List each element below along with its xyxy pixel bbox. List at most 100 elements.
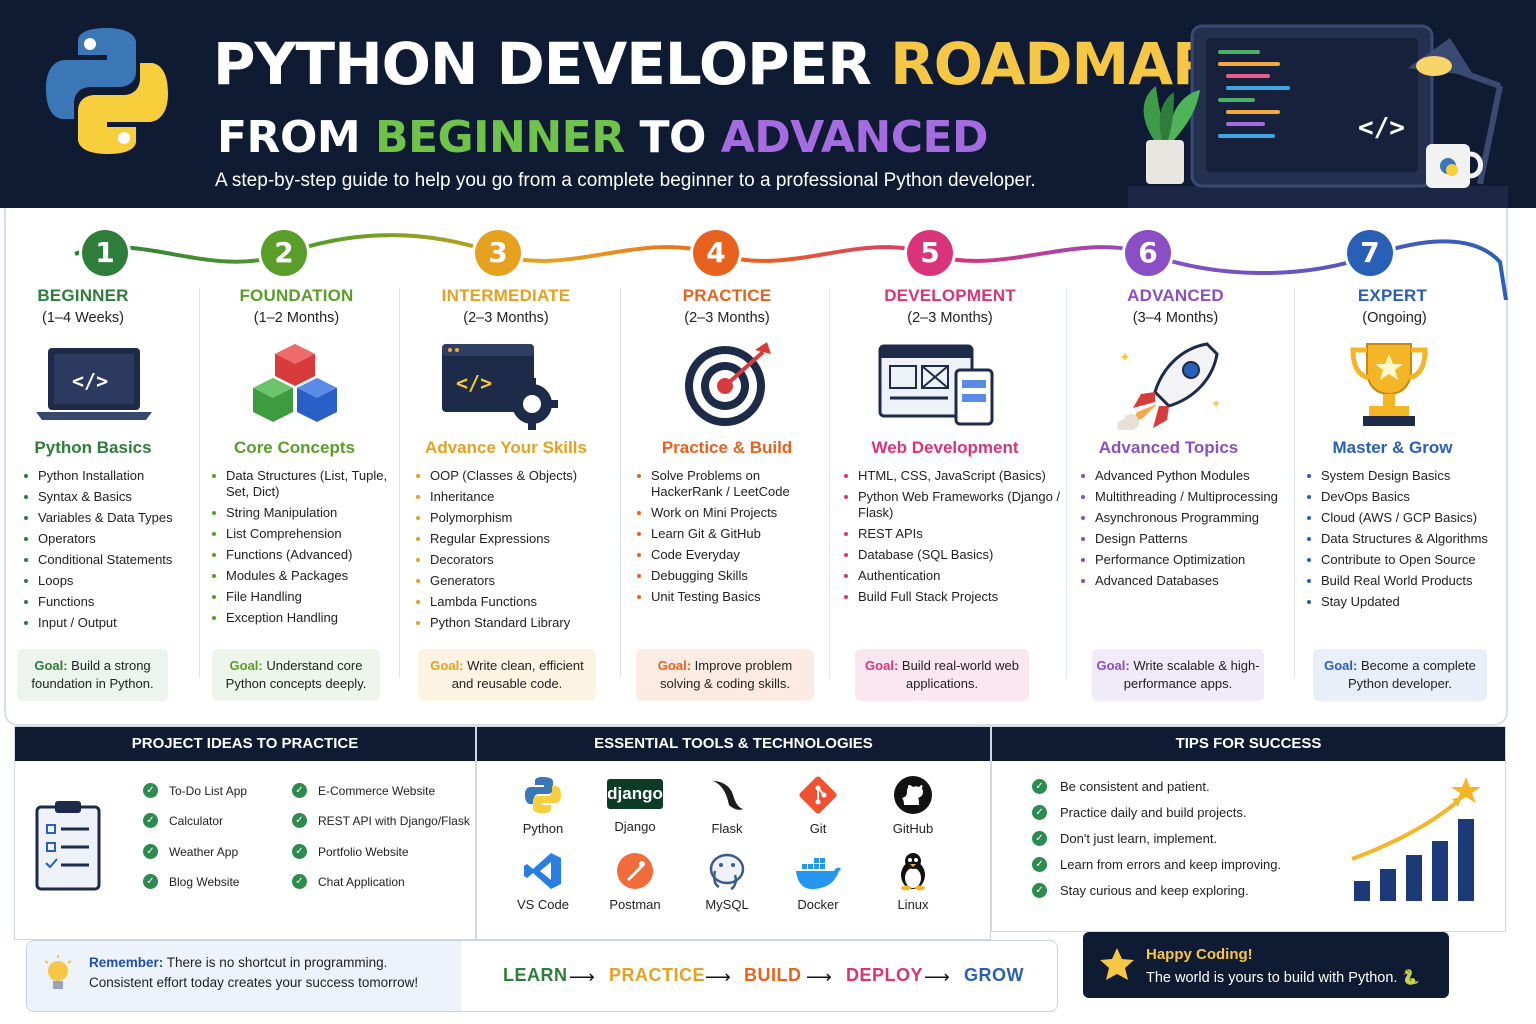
flow-build: BUILD: [744, 965, 802, 985]
tool-vscode: VS Code: [503, 851, 583, 912]
stage-topic-list: Advanced Python Modules Multithreading /…: [1079, 468, 1294, 594]
tools-panel: ESSENTIAL TOOLS & TECHNOLOGIES Python dj…: [476, 726, 991, 940]
laptop-code-text: </>: [1358, 113, 1405, 143]
list-item: Conditional Statements: [22, 552, 200, 568]
project-item: ✓REST API with Django/Flask: [292, 813, 470, 829]
docker-icon: [796, 858, 841, 889]
list-item: Generators: [414, 573, 620, 589]
page-subtitle: FROM BEGINNER TO ADVANCED: [217, 112, 989, 163]
project-item: ✓To-Do List App: [143, 783, 247, 799]
svg-text:✦: ✦: [1211, 397, 1221, 411]
list-item: File Handling: [210, 589, 399, 605]
stage-goal: Goal: Improve problem solving & coding s…: [636, 649, 814, 701]
list-item: Lambda Functions: [414, 594, 620, 610]
stage-divider: [399, 288, 400, 678]
list-item: Work on Mini Projects: [635, 505, 829, 521]
web-browser-icon: [878, 344, 994, 426]
list-item: Decorators: [414, 552, 620, 568]
stage-topic-list: Data Structures (List, Tuple, Set, Dict)…: [210, 468, 399, 631]
stage-topic-list: Python Installation Syntax & Basics Vari…: [22, 468, 200, 636]
flow-learn: LEARN: [503, 965, 568, 985]
target-icon: [685, 342, 771, 426]
check-icon: ✓: [292, 783, 307, 798]
arrow-right-icon: ⟶: [924, 967, 950, 987]
tip-item: ✓Don't just learn, implement.: [1032, 831, 1217, 847]
list-item: Build Full Stack Projects: [842, 589, 1066, 605]
remember-bar: Remember: There is no shortcut in progra…: [26, 940, 1058, 1012]
list-item: Contribute to Open Source: [1305, 552, 1500, 568]
laptop-code-icon: </>: [36, 348, 152, 420]
list-item: OOP (Classes & Objects): [414, 468, 620, 484]
tip-item: ✓Learn from errors and keep improving.: [1032, 857, 1281, 873]
trophy-icon: [1350, 343, 1428, 426]
list-item: Python Installation: [22, 468, 200, 484]
stage-subtitle: Web Development: [871, 438, 1019, 457]
tool-postman: Postman: [595, 851, 675, 912]
stage-title: INTERMEDIATE: [441, 286, 571, 305]
list-item: Advanced Databases: [1079, 573, 1294, 589]
list-item: Loops: [22, 573, 200, 589]
tools-heading: ESSENTIAL TOOLS & TECHNOLOGIES: [477, 727, 990, 761]
list-item: Python Web Frameworks (Django / Flask): [842, 489, 1066, 521]
remember-box: Remember: There is no shortcut in progra…: [27, 941, 461, 1011]
check-icon: ✓: [143, 783, 158, 798]
list-item: Learn Git & GitHub: [635, 526, 829, 542]
svg-text:✦: ✦: [1119, 349, 1131, 365]
svg-text:</>: </>: [456, 371, 492, 395]
lightbulb-icon: [44, 955, 72, 989]
stage-number: 1: [82, 230, 128, 276]
stage-subtitle: Python Basics: [34, 438, 152, 457]
check-icon: ✓: [292, 813, 307, 828]
stage-divider: [1066, 288, 1067, 678]
tip-item: ✓Be consistent and patient.: [1032, 779, 1210, 795]
stage-number: 3: [475, 230, 521, 276]
stage-topic-list: System Design Basics DevOps Basics Cloud…: [1305, 468, 1500, 615]
tool-python: Python: [503, 775, 583, 836]
check-icon: ✓: [1032, 857, 1047, 872]
stage-number: 5: [907, 230, 953, 276]
list-item: Variables & Data Types: [22, 510, 200, 526]
tool-git: Git: [778, 775, 858, 836]
list-item: Build Real World Products: [1305, 573, 1500, 589]
list-item: Multithreading / Multiprocessing: [1079, 489, 1294, 505]
git-icon: [799, 776, 837, 814]
flow-deploy: DEPLOY: [846, 965, 924, 985]
tip-item: ✓Stay curious and keep exploring.: [1032, 883, 1249, 899]
stage-duration: (2–3 Months): [907, 310, 993, 326]
list-item: Advanced Python Modules: [1079, 468, 1294, 484]
list-item: Polymorphism: [414, 510, 620, 526]
list-item: Authentication: [842, 568, 1066, 584]
tool-django: django Django: [595, 775, 675, 834]
project-ideas-panel: PROJECT IDEAS TO PRACTICE ✓To-Do List Ap…: [14, 726, 476, 940]
arrow-right-icon: ⟶: [806, 967, 832, 987]
project-item: ✓Portfolio Website: [292, 844, 409, 860]
stage-topic-list: OOP (Classes & Objects) Inheritance Poly…: [414, 468, 620, 636]
list-item: Solve Problems on HackerRank / LeetCode: [635, 468, 829, 500]
stage-goal: Goal: Write scalable & high-performance …: [1092, 649, 1264, 701]
check-icon: ✓: [292, 874, 307, 889]
tips-panel: TIPS FOR SUCCESS ✓Be consistent and pati…: [991, 726, 1506, 932]
github-icon: [894, 776, 932, 814]
flow-practice: PRACTICE: [609, 965, 706, 985]
list-item: Data Structures (List, Tuple, Set, Dict): [210, 468, 399, 500]
stage-number: 6: [1125, 230, 1171, 276]
tool-mysql: MySQL: [687, 851, 767, 912]
tool-github: GitHub: [873, 775, 953, 836]
list-item: List Comprehension: [210, 526, 399, 542]
list-item: Unit Testing Basics: [635, 589, 829, 605]
postman-icon: [617, 853, 653, 889]
stage-subtitle: Advance Your Skills: [425, 438, 587, 457]
flow-grow: GROW: [964, 965, 1024, 985]
tips-heading: TIPS FOR SUCCESS: [992, 727, 1505, 761]
project-item: ✓E-Commerce Website: [292, 783, 435, 799]
page-title: PYTHON DEVELOPER ROADMAP: [213, 30, 1215, 98]
stage-duration: (2–3 Months): [684, 310, 770, 326]
code-window-gear-icon: </>: [442, 344, 558, 430]
clipboard-checklist-icon: [35, 801, 101, 891]
check-icon: ✓: [1032, 805, 1047, 820]
roadmap-connector-line: [74, 233, 1508, 300]
list-item: Syntax & Basics: [22, 489, 200, 505]
list-item: Regular Expressions: [414, 531, 620, 547]
happy-coding-subtitle: The world is yours to build with Python.…: [1146, 970, 1420, 986]
